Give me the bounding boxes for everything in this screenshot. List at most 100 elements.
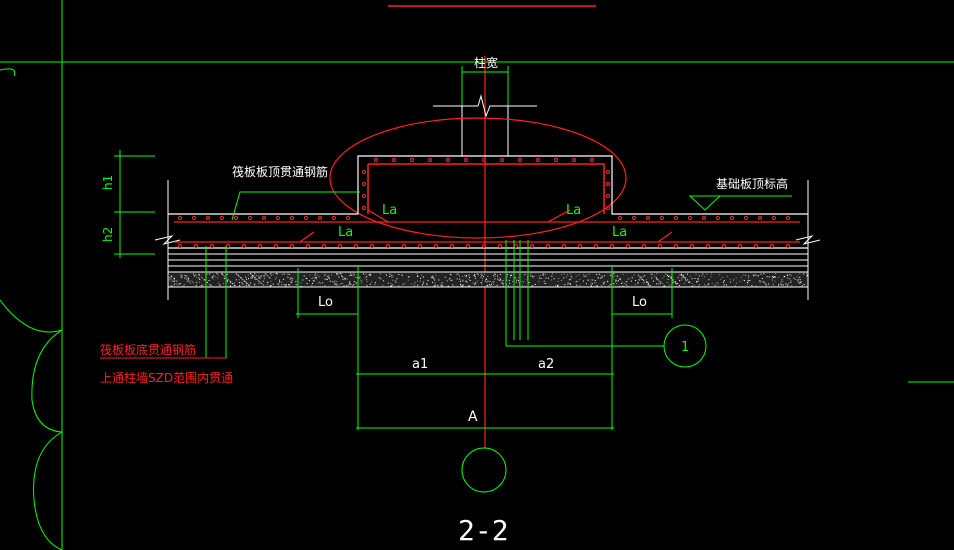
- rebar-dot: [385, 243, 391, 249]
- rebar-dot: [545, 243, 551, 249]
- rebar-dot: [769, 243, 775, 249]
- rebar-dot: [645, 215, 651, 221]
- rebar-dot: [449, 243, 455, 249]
- rebar-dot: [275, 215, 281, 221]
- section-title: 2-2: [458, 514, 509, 547]
- arc-top-left: [0, 68, 16, 77]
- la-label-4: La: [612, 225, 627, 240]
- rebar-dot: [757, 215, 763, 221]
- rebar-dot: [689, 243, 695, 249]
- rebar-dot: [659, 215, 665, 221]
- rebar-dot: [177, 243, 183, 249]
- raft-bottom-note-label: 上通柱墙SZD范围内贯通: [100, 370, 233, 385]
- rebar-dot: [481, 243, 487, 249]
- leader-bottom-rebar: [205, 246, 227, 359]
- rebar-dot: [721, 243, 727, 249]
- rebar-dot: [303, 215, 309, 221]
- rebar-dot: [617, 215, 623, 221]
- rebar-dot: [571, 157, 577, 163]
- rebar-dot: [209, 243, 215, 249]
- callout-leader: [505, 240, 664, 347]
- rebar-dot: [589, 157, 595, 163]
- rebar-dot: [657, 243, 663, 249]
- rebar-dot: [273, 243, 279, 249]
- rebar-dot: [409, 157, 415, 163]
- column-width-label: 柱宽: [474, 55, 498, 70]
- arc-left-2: [31, 329, 63, 433]
- rebar-dot: [345, 215, 351, 221]
- rebar-dot: [701, 215, 707, 221]
- h1-label: h1: [101, 175, 115, 190]
- cap-outline: [168, 155, 808, 215]
- rebar-dot: [605, 181, 611, 187]
- rebar-dot: [361, 193, 367, 199]
- rebar-dot: [445, 157, 451, 163]
- h2-label: h2: [101, 227, 115, 242]
- rebar-dot: [605, 169, 611, 175]
- raft-bottom-rebar-label: 筏板板底贯通钢筋: [100, 342, 196, 357]
- arc-left-1: [0, 299, 63, 333]
- rebar-dot: [753, 243, 759, 249]
- cap-top-rebar: [368, 163, 605, 214]
- right-break: [795, 235, 821, 245]
- rebar-dot: [529, 243, 535, 249]
- elev-triangle: [688, 195, 722, 211]
- rebar-dot: [401, 243, 407, 249]
- rebar-dot: [261, 215, 267, 221]
- rebar-dot: [561, 243, 567, 249]
- rebar-dot: [631, 215, 637, 221]
- rebar-dot: [605, 205, 611, 211]
- rebar-dot: [257, 243, 263, 249]
- lo-right-label: Lo: [632, 295, 647, 310]
- rebar-dot: [465, 243, 471, 249]
- rebar-dot: [305, 243, 311, 249]
- rebar-dot: [177, 215, 183, 221]
- rebar-dot: [705, 243, 711, 249]
- rebar-dot: [517, 157, 523, 163]
- rebar-dot: [369, 243, 375, 249]
- rebar-dot: [361, 181, 367, 187]
- rebar-dot: [737, 243, 743, 249]
- rebar-dot: [353, 243, 359, 249]
- lo-left-label: Lo: [318, 295, 333, 310]
- rebar-dot: [577, 243, 583, 249]
- rebar-dot: [391, 157, 397, 163]
- rebar-dot: [497, 243, 503, 249]
- rebar-dot: [673, 243, 679, 249]
- la-label-3: La: [338, 225, 353, 240]
- rebar-dot: [361, 205, 367, 211]
- left-break: [154, 235, 181, 245]
- arc-left-3: [33, 431, 63, 550]
- rebar-dot: [289, 215, 295, 221]
- la-label-2: La: [566, 203, 581, 218]
- rebar-dot: [481, 157, 487, 163]
- rebar-dot: [433, 243, 439, 249]
- rebar-dot: [605, 193, 611, 199]
- axis-circle: [461, 447, 507, 493]
- rebar-dot: [241, 243, 247, 249]
- rebar-dot: [205, 215, 211, 221]
- rebar-dot: [361, 169, 367, 175]
- rebar-dot: [785, 215, 791, 221]
- rebar-dot: [317, 215, 323, 221]
- rebar-dot: [687, 215, 693, 221]
- rebar-dot: [729, 215, 735, 221]
- rebar-dot: [427, 157, 433, 163]
- rebar-dot: [193, 243, 199, 249]
- rebar-dot: [337, 243, 343, 249]
- gravel-texture: [169, 273, 808, 287]
- rebar-dot: [225, 243, 231, 249]
- highlight-ellipse: [329, 117, 627, 239]
- la-label-1: La: [382, 203, 397, 218]
- rebar-dot: [233, 215, 239, 221]
- leader-top-rebar: [231, 191, 330, 221]
- rebar-dot: [191, 215, 197, 221]
- raft-top-rebar-label: 筏板板顶贯通钢筋: [232, 164, 328, 179]
- rebar-dot: [535, 157, 541, 163]
- rebar-dot: [219, 215, 225, 221]
- rebar-dot: [743, 215, 749, 221]
- rebar-dot: [785, 243, 791, 249]
- rebar-dot: [331, 215, 337, 221]
